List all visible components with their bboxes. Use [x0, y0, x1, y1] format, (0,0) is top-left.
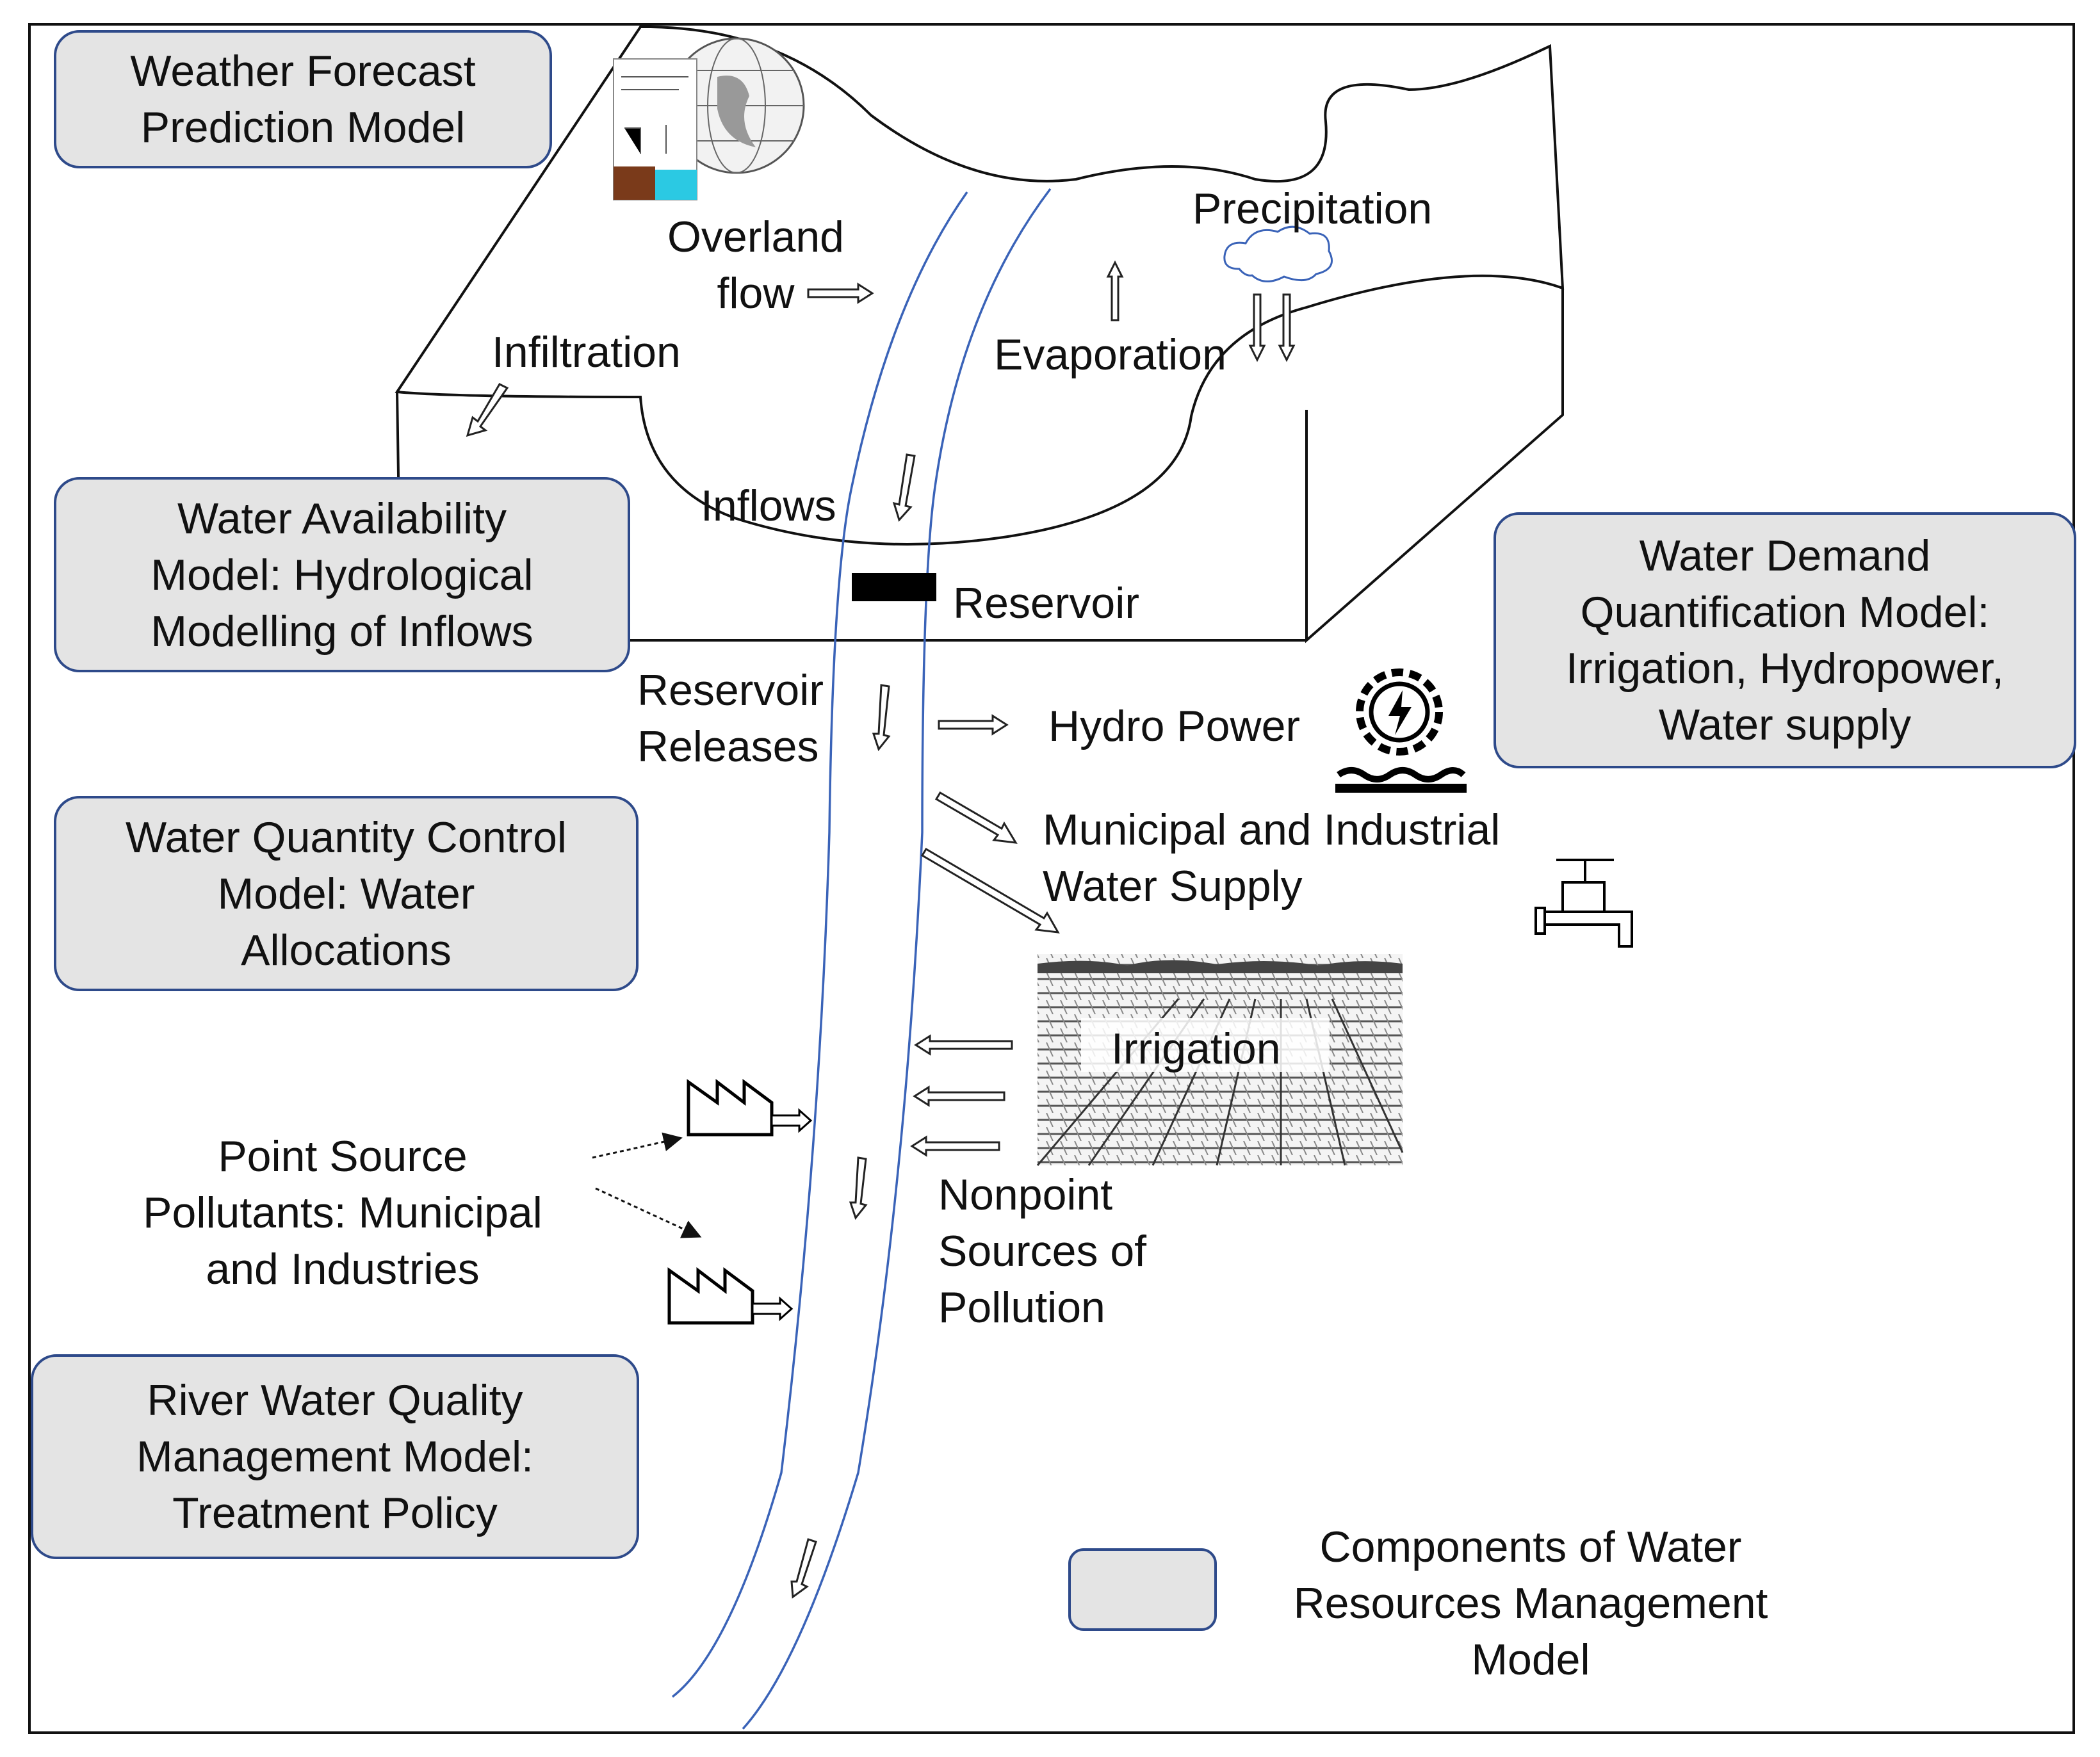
legend-swatch — [1068, 1548, 1217, 1631]
globe-icon — [613, 37, 805, 200]
legend-text: Components of Water Resources Management… — [1293, 1523, 1768, 1684]
river — [671, 188, 1052, 1730]
overland-arrow — [807, 282, 874, 304]
water-quantity-control-model-box: Water Quantity Control Model: Water Allo… — [54, 796, 639, 991]
municipal-industrial-water-supply-label: Municipal and Industrial Water Supply — [1043, 806, 1501, 911]
downstream-arrow-1 — [849, 1156, 868, 1220]
irrigation-field-image — [1036, 954, 1404, 1166]
hydro-power-label: Hydro Power — [1048, 702, 1301, 750]
municipal-arrow — [934, 791, 1018, 844]
nonpoint-sources-label: Nonpoint Sources of Pollution — [938, 1170, 1147, 1332]
nonpoint-arrow-2 — [913, 1085, 1005, 1107]
hydropower-arrow — [938, 714, 1009, 736]
release-arrow — [872, 684, 891, 752]
water-availability-model-box: Water Availability Model: Hydrological M… — [54, 477, 630, 672]
reservoir-releases-label: Reservoir Releases — [637, 666, 824, 771]
infiltration-arrow — [466, 383, 509, 437]
factory-icon — [667, 1267, 794, 1325]
nonpoint-arrow-1 — [914, 1034, 1013, 1056]
nonpoint-arrow-3 — [910, 1135, 1000, 1157]
irrigation-supply-arrow — [920, 847, 1060, 934]
pointer-lines — [592, 1132, 702, 1238]
precipitation-arrow-2 — [1278, 293, 1296, 362]
reservoir-block — [852, 573, 936, 601]
evaporation-arrow — [1106, 260, 1124, 321]
overland-flow-label: Overland flow — [667, 213, 844, 318]
inflows-label: Inflows — [701, 482, 836, 530]
cloud-icon — [1223, 225, 1333, 282]
precipitation-label: Precipitation — [1192, 184, 1433, 233]
water-tap-icon — [1534, 859, 1633, 948]
figure-border — [28, 23, 2075, 1734]
hydropower-icon — [1335, 668, 1467, 793]
evaporation-label: Evaporation — [994, 330, 1226, 379]
factory-icon — [687, 1078, 813, 1137]
point-source-pollutants-label: Point Source Pollutants: Municipal and I… — [143, 1132, 542, 1293]
inflow-arrow — [892, 453, 916, 522]
water-demand-quantification-model-box: Water Demand Quantification Model: Irrig… — [1494, 512, 2076, 768]
river-water-quality-model-box: River Water Quality Management Model: Tr… — [31, 1354, 639, 1559]
reservoir-label: Reservoir — [953, 579, 1139, 628]
irrigation-label: Irrigation — [1111, 1024, 1281, 1073]
downstream-arrow-2 — [790, 1538, 817, 1599]
precipitation-arrow-1 — [1248, 293, 1266, 362]
infiltration-label: Infiltration — [492, 328, 681, 376]
flow-arrows — [466, 260, 1296, 1599]
weather-forecast-model-box: Weather Forecast Prediction Model — [54, 30, 552, 168]
